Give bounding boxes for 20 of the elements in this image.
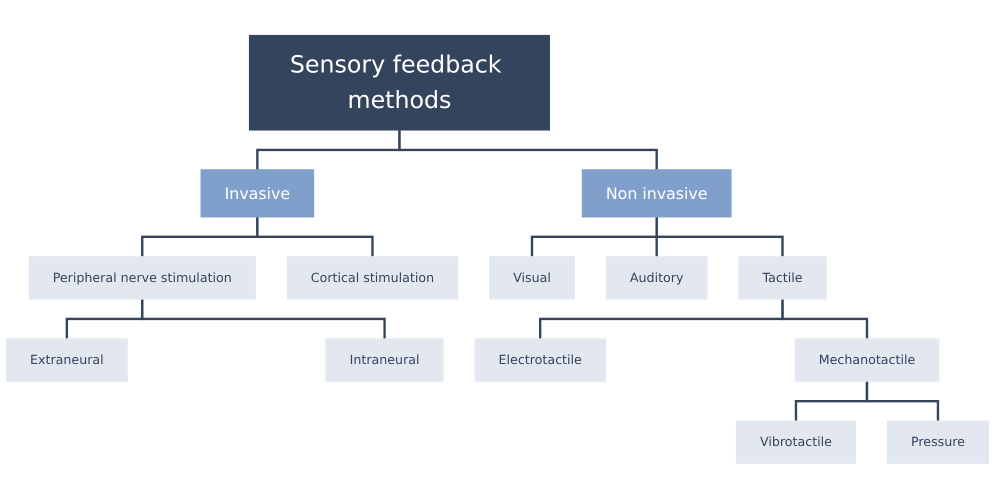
connector xyxy=(655,217,784,257)
node-box: Auditory xyxy=(606,256,708,300)
connector xyxy=(781,299,868,339)
node-box: Electrotactile xyxy=(474,338,606,382)
node-box: Non invasive xyxy=(582,169,732,218)
node-box: Tactile xyxy=(738,256,827,300)
connector xyxy=(256,217,374,257)
node-box: Invasive xyxy=(200,169,314,218)
node-box: Mechanotactile xyxy=(794,338,940,382)
node-box: Sensory feedback methods xyxy=(248,34,550,131)
node-box: Intraneural xyxy=(326,338,444,382)
node-box: Peripheral nerve stimulation xyxy=(28,256,256,300)
node-box: Pressure xyxy=(886,420,990,464)
connector xyxy=(141,299,386,339)
node-box: Cortical stimulation xyxy=(286,256,458,300)
node-box: Extraneural xyxy=(6,338,128,382)
node-box: Visual xyxy=(489,256,575,300)
connector xyxy=(866,381,940,421)
node-box: Vibrotactile xyxy=(736,420,856,464)
connector xyxy=(398,130,658,170)
